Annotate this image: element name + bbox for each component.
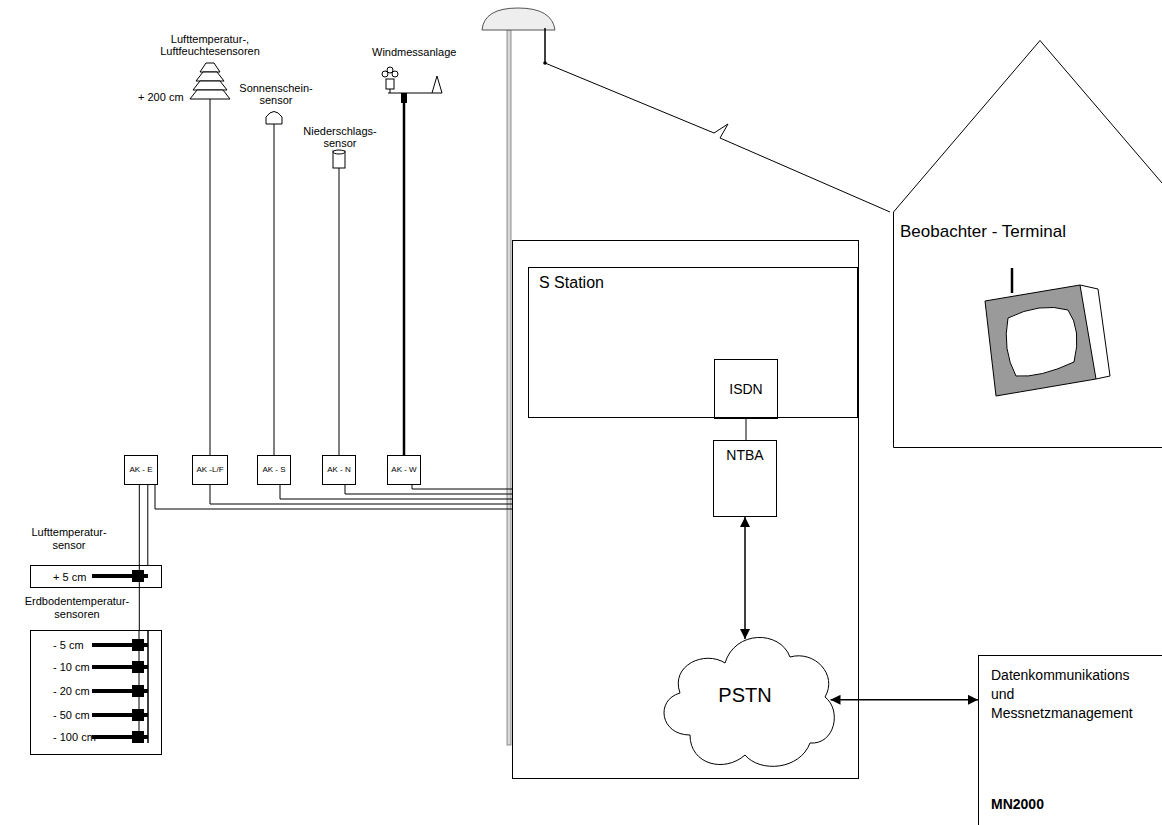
connector-line [147, 485, 148, 565]
sensor-cable [210, 99, 211, 455]
sensor-cable [339, 168, 340, 455]
connection-box: AK - N [322, 455, 356, 485]
terminal-symbol [985, 268, 1110, 396]
sensor-cable [403, 103, 406, 455]
node-text: Beobachter - Terminal [900, 222, 1066, 241]
connection-box: AK - E [124, 455, 158, 485]
node-text: AK - S [262, 465, 285, 475]
station-wire [280, 485, 512, 499]
screen-tier [200, 63, 220, 72]
observer-house: Beobachter - Terminal [893, 40, 1162, 448]
connector-line [746, 419, 747, 440]
node-subtext: - 10 cm [53, 661, 90, 674]
node-subtext: - 20 cm [53, 685, 90, 698]
radio-link [545, 63, 890, 212]
antenna-mast [507, 30, 511, 745]
temperature-probe [92, 685, 148, 697]
sensor-label: Lufttemperatur-, Luftfeuchtesensoren [155, 33, 265, 57]
station-wire [155, 485, 512, 509]
node-text: Erdbodentemperatur- sensoren [15, 595, 139, 621]
node-text: S Station [539, 274, 604, 292]
node-text: AK - N [327, 465, 351, 475]
node-text: Lufttemperatur- sensor [17, 526, 121, 552]
node-text: AK - W [391, 465, 416, 475]
terminal-body [985, 285, 1096, 396]
connector-arrow [744, 517, 746, 639]
precipitation-sensor-rim [333, 150, 345, 154]
station-box: S StationISDN [528, 267, 858, 418]
station-wire [412, 485, 512, 489]
node-text: NTBA [726, 447, 763, 463]
sensor-arm [388, 93, 432, 94]
node-text: PSTN [718, 684, 771, 706]
station-wire [210, 485, 512, 504]
probe-cable [139, 630, 140, 743]
connection-box: AK - W [387, 455, 421, 485]
node-text: AK - E [129, 465, 152, 475]
temperature-probe [92, 661, 148, 673]
node-text: Datenkommunikations und Messnetzmanageme… [991, 666, 1141, 723]
terminal-screen [1006, 307, 1077, 376]
pstn-cloud: PSTN [650, 615, 840, 775]
thermometer-screen [190, 63, 230, 99]
connector-line [139, 485, 140, 630]
soil-temperature-sensor-box: Erdbodentemperatur- sensoren- 5 cm- 10 c… [30, 630, 162, 755]
connection-box: AK - S [257, 455, 291, 485]
precipitation-sensor-symbol [333, 151, 345, 168]
station-wire [345, 485, 512, 494]
sensor-label: Sonnenschein- sensor [236, 82, 316, 106]
wind-vane [432, 76, 442, 93]
temperature-probe [92, 709, 148, 721]
screen-tier [196, 72, 224, 81]
station-housing [513, 241, 859, 779]
cloud-outline-path [664, 637, 834, 766]
sunshine-sensor-symbol [266, 112, 282, 125]
house-outline [893, 40, 1162, 448]
ntba-box: NTBA [713, 440, 777, 517]
isdn-interface-box: ISDN [714, 359, 778, 419]
screen-tier [190, 90, 230, 99]
node-text: ISDN [729, 381, 762, 397]
probe-cable [147, 630, 149, 743]
air-temperature-sensor-box: Lufttemperatur- sensor+ 5 cm [30, 565, 162, 588]
sensor-label: + 200 cm [138, 91, 184, 103]
anemometer-body [386, 79, 394, 89]
connection-box: AK -L/F [192, 455, 228, 485]
terminal-antenna [1011, 268, 1014, 293]
sensor-label: Niederschlags- sensor [299, 125, 381, 149]
node-subtext: - 100 cm [53, 731, 96, 744]
temperature-probe [92, 731, 148, 743]
antenna-whip [544, 28, 546, 62]
sensor-cable [274, 124, 275, 455]
antenna-dome [482, 8, 555, 30]
wind-sensor-symbol [382, 67, 442, 103]
node-text: AK -L/F [196, 465, 223, 475]
house-outline-line [894, 41, 1162, 448]
anemometer-cup [387, 67, 393, 73]
temperature-probe [92, 639, 148, 651]
mast-head [401, 93, 407, 103]
node-subtext: - 5 cm [53, 639, 84, 652]
node-subtext: + 5 cm [53, 571, 86, 584]
node-subtext: MN2000 [991, 796, 1044, 812]
connector-arrow [831, 699, 979, 701]
anemometer-stem [390, 89, 391, 93]
mn2000-box: Datenkommunikations und Messnetzmanageme… [978, 655, 1162, 825]
screen-tier [193, 81, 227, 90]
node-subtext: - 50 cm [53, 709, 90, 722]
sensor-label: Windmessanlage [372, 46, 456, 58]
